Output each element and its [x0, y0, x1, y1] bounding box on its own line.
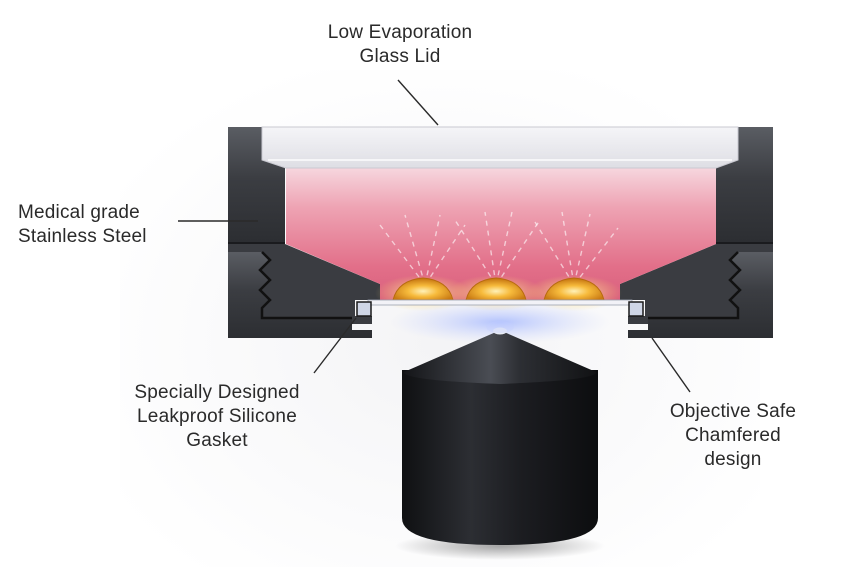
glass-lid — [261, 126, 739, 169]
label-stainless-steel: Medical grade Stainless Steel — [18, 202, 147, 247]
label-glass-lid: Low Evaporation Glass Lid — [327, 22, 473, 67]
objective-lens — [402, 321, 598, 545]
label-objective-safe: Objective Safe Chamfered design — [669, 401, 797, 470]
dish-upper-frame — [228, 127, 285, 242]
gasket-right — [628, 301, 644, 317]
label-silicone-gasket: Specially Designed Leakproof Silicone Ga… — [134, 382, 300, 451]
coverslip — [367, 299, 633, 306]
gasket-left — [356, 301, 372, 317]
objective-light-glow — [390, 300, 610, 344]
culture-medium — [286, 168, 716, 300]
leader-lines — [178, 79, 691, 393]
cells — [375, 275, 622, 311]
